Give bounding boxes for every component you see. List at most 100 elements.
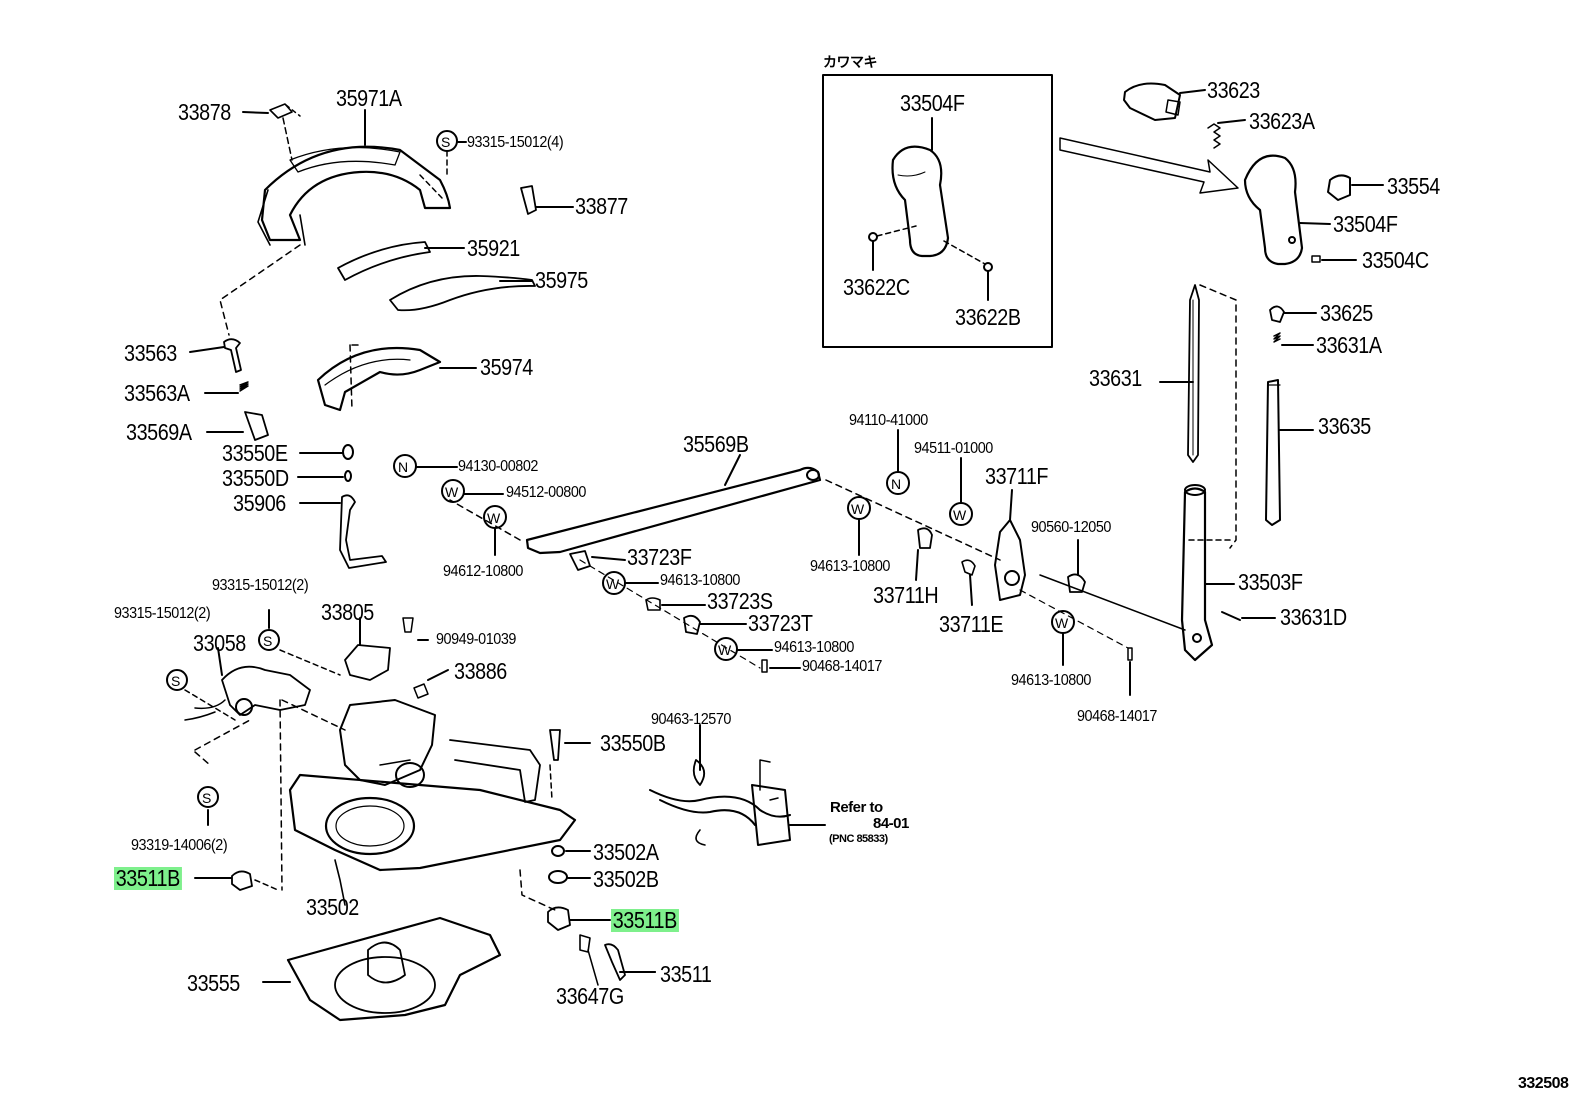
label-93319-14006-2: 93319-14006(2) xyxy=(131,837,228,854)
label-33554: 33554 xyxy=(1387,173,1440,199)
label-33623A: 33623A xyxy=(1249,108,1315,134)
label-35975: 35975 xyxy=(535,267,588,293)
label-33502A: 33502A xyxy=(593,839,659,865)
link-parts-33723: W W xyxy=(569,550,801,673)
label-94110-41000: 94110-41000 xyxy=(849,412,928,429)
small-parts-33550 xyxy=(297,444,387,569)
svg-text:S: S xyxy=(441,134,450,150)
bolts-33550B-33502 xyxy=(547,729,656,986)
label-33502: 33502 xyxy=(306,894,359,920)
label-94613-10800-a: 94613-10800 xyxy=(810,558,890,575)
link-rod-35569B xyxy=(449,454,1001,561)
fasteners-lower-left: S xyxy=(194,719,279,891)
label-33504C: 33504C xyxy=(1362,247,1429,273)
knob-33504F xyxy=(1243,154,1384,266)
svg-text:S: S xyxy=(202,790,211,806)
label-33511B-left: 33511B xyxy=(114,865,182,891)
boot-33555 xyxy=(262,916,656,1022)
label-33550B: 33550B xyxy=(600,730,666,756)
label-33805: 33805 xyxy=(321,599,374,625)
middle-right-washers: N W W W xyxy=(847,429,1186,696)
figure-number: 332508 xyxy=(1518,1075,1569,1092)
label-33631D: 33631D xyxy=(1280,604,1347,630)
arrow-inset-to-knob xyxy=(1059,137,1239,194)
label-33625: 33625 xyxy=(1320,300,1373,326)
label-33622B: 33622B xyxy=(955,304,1021,330)
label-33058: 33058 xyxy=(193,630,246,656)
harness-84-01 xyxy=(649,724,826,846)
label-33886: 33886 xyxy=(454,658,507,684)
cover-35971A: S xyxy=(242,103,467,246)
inset-title: カワマキ xyxy=(823,54,878,70)
label-33563A: 33563A xyxy=(124,380,190,406)
label-33723S: 33723S xyxy=(707,588,773,614)
plates-35921-35975 xyxy=(337,241,536,312)
label-94612-10800: 94612-10800 xyxy=(443,563,523,580)
svg-text:N: N xyxy=(891,476,901,492)
label-33503F: 33503F xyxy=(1238,569,1303,595)
label-90468-14017-a: 90468-14017 xyxy=(802,658,882,675)
label-94613-10800-d: 94613-10800 xyxy=(1011,672,1091,689)
label-33723T: 33723T xyxy=(748,610,813,636)
svg-text:S: S xyxy=(263,633,272,649)
note-pnc: (PNC 85833) xyxy=(829,833,888,845)
label-33711E: 33711E xyxy=(939,611,1004,637)
dashed-guide-left xyxy=(219,244,361,411)
label-94512-00800: 94512-00800 xyxy=(506,484,586,501)
base-plate-33502 xyxy=(279,699,577,911)
svg-text:W: W xyxy=(851,501,865,517)
svg-text:W: W xyxy=(718,642,732,658)
label-33635: 33635 xyxy=(1318,413,1371,439)
switch-33058: S S xyxy=(166,609,341,721)
label-90560-12050: 90560-12050 xyxy=(1031,519,1111,536)
note-section: 84-01 xyxy=(873,815,909,832)
label-33631A: 33631A xyxy=(1316,332,1382,358)
svg-text:W: W xyxy=(445,484,459,500)
label-35569B: 35569B xyxy=(683,431,749,457)
label-33622C: 33622C xyxy=(843,274,910,300)
note-refer-to: Refer to xyxy=(830,799,883,816)
cover-35974 xyxy=(316,346,477,412)
label-33563: 33563 xyxy=(124,340,177,366)
label-94613-10800-b: 94613-10800 xyxy=(660,572,740,589)
svg-text:W: W xyxy=(953,507,967,523)
label-33569A: 33569A xyxy=(126,419,192,445)
label-93315-15012-2a: 93315-15012(2) xyxy=(212,577,309,594)
label-94511-01000: 94511-01000 xyxy=(914,440,993,457)
label-33877: 33877 xyxy=(575,193,628,219)
label-35974: 35974 xyxy=(480,354,533,380)
washers-left: N W W xyxy=(393,454,507,556)
svg-text:S: S xyxy=(171,673,180,689)
label-93315-15012-2b: 93315-15012(2) xyxy=(114,605,211,622)
label-33647G: 33647G xyxy=(556,983,624,1009)
label-90468-14017-b: 90468-14017 xyxy=(1077,708,1157,725)
inset-knob-box xyxy=(822,74,1053,348)
label-33723F: 33723F xyxy=(627,544,692,570)
svg-text:W: W xyxy=(1055,615,1069,631)
label-33555: 33555 xyxy=(187,970,240,996)
svg-text:N: N xyxy=(398,459,408,475)
label-93315-15012-4: 93315-15012(4) xyxy=(467,134,564,151)
rod-33635 xyxy=(1265,305,1317,526)
label-33631: 33631 xyxy=(1089,365,1142,391)
svg-text:W: W xyxy=(487,510,501,526)
label-94130-00802: 94130-00802 xyxy=(458,458,538,475)
label-33878: 33878 xyxy=(178,99,231,125)
label-33623: 33623 xyxy=(1207,77,1260,103)
cap-33623 xyxy=(1123,82,1246,149)
label-35971A: 35971A xyxy=(336,85,402,111)
label-35921: 35921 xyxy=(467,235,520,261)
label-90463-12570: 90463-12570 xyxy=(651,711,731,728)
pin-spring-33563 xyxy=(189,338,269,441)
label-33504F: 33504F xyxy=(1333,211,1398,237)
label-33550E: 33550E xyxy=(222,440,288,466)
clip-33877 xyxy=(520,185,574,215)
label-33504F-inset: 33504F xyxy=(900,90,965,116)
svg-text:W: W xyxy=(606,576,620,592)
label-33511B-right: 33511B xyxy=(611,907,679,933)
label-33711F: 33711F xyxy=(985,463,1049,489)
label-35906: 35906 xyxy=(233,490,286,516)
label-33502B: 33502B xyxy=(593,866,659,892)
